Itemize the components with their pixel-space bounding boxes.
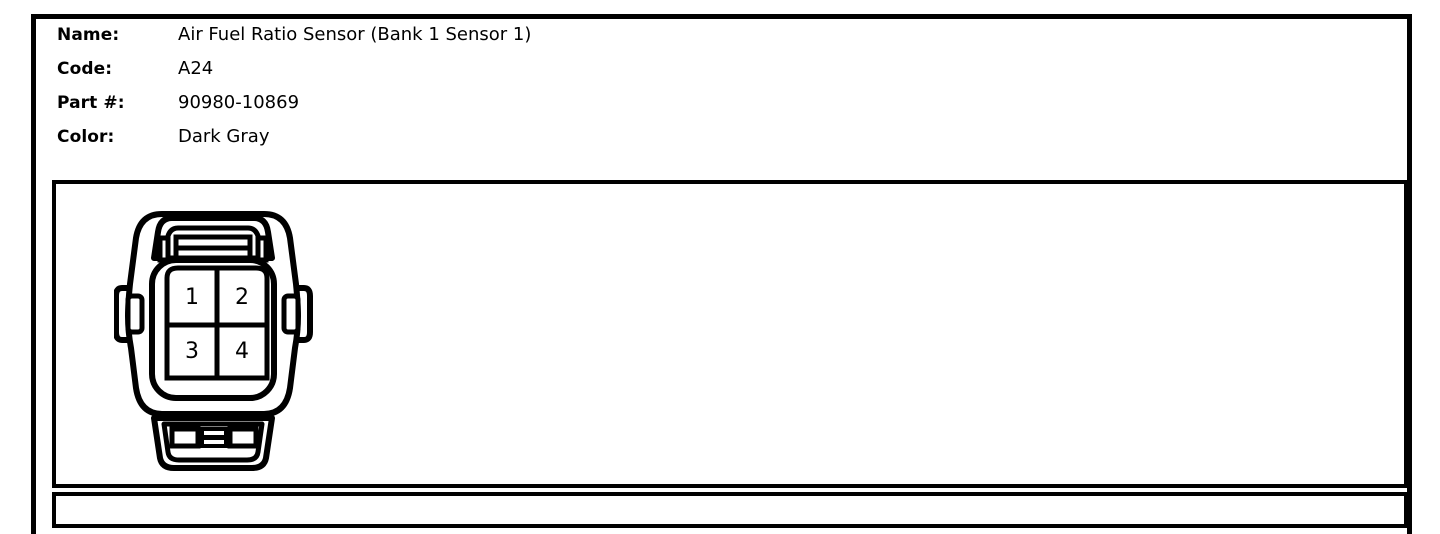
pin-cell-4 [214,322,270,381]
pin-grid: 1 2 3 4 [164,265,270,381]
connector-drawing: 1 2 3 4 [114,192,334,482]
latch-rib-lower [173,245,253,261]
spec-label-code: Code: [57,59,113,79]
connector-diagram-box: 1 2 3 4 [52,180,1408,488]
notes-box [52,492,1408,528]
spec-value-part-number: 90980-10869 [178,92,300,113]
pin-label-3: 3 [185,339,199,364]
bottom-base [151,415,275,471]
base-slot-center-lower [200,436,228,448]
spec-row-name: Name: Air Fuel Ratio Sensor (Bank 1 Sens… [57,24,1057,58]
spec-label-color: Color: [57,127,115,147]
card-frame [31,14,1412,534]
base-slot-right [227,426,259,449]
spec-label-name: Name: [57,25,120,45]
pin-label-1: 1 [185,285,199,310]
part-info-list: Name: Air Fuel Ratio Sensor (Bank 1 Sens… [57,24,1057,160]
base-slot-center-upper [200,427,228,439]
base-slot-left [169,426,201,449]
pin-label-4: 4 [235,339,249,364]
spec-row-code: Code: A24 [57,58,1057,92]
pin-cell-2 [214,265,270,328]
spec-value-color: Dark Gray [178,126,270,147]
connector-face-view-icon: 1 2 3 4 [114,211,313,471]
spec-label-part-number: Part #: [57,93,125,113]
pin-cell-3 [164,322,220,381]
pin-label-2: 2 [235,285,249,310]
left-ear-slot [125,293,145,335]
spec-value-code: A24 [178,58,214,79]
spec-row-color: Color: Dark Gray [57,126,1057,160]
top-latch-tab [151,215,275,263]
right-ear-slot [281,293,301,335]
latch-post-right [255,235,269,263]
latch-post-left [157,235,171,263]
spec-row-part-number: Part #: 90980-10869 [57,92,1057,126]
spec-value-name: Air Fuel Ratio Sensor (Bank 1 Sensor 1) [178,24,532,45]
